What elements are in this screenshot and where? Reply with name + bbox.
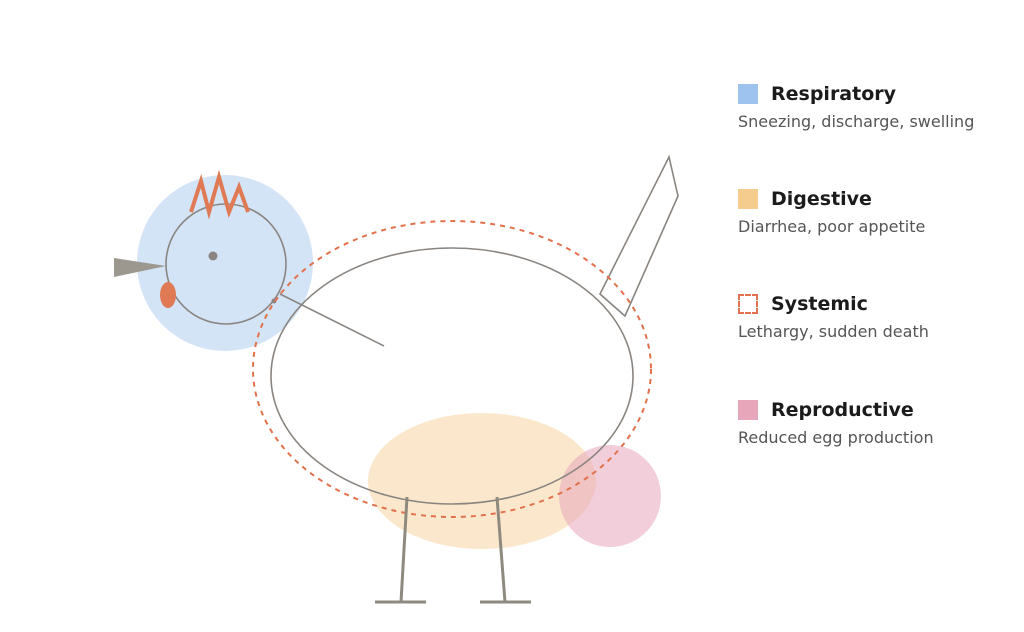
systemic-zone (252, 220, 652, 518)
legend-title-reproductive: Reproductive (771, 399, 914, 421)
chicken-neck (279, 293, 385, 347)
chicken-beak (114, 258, 166, 277)
legend-item-respiratory: Respiratory Sneezing, discharge, swellin… (738, 82, 1018, 131)
legend-swatch-respiratory (738, 84, 758, 104)
legend-description-digestive: Diarrhea, poor appetite (738, 217, 926, 236)
legend-item-digestive: Digestive Diarrhea, poor appetite (738, 187, 1018, 236)
respiratory-zone (137, 175, 313, 351)
legend-item-reproductive: Reproductive Reduced egg production (738, 398, 1018, 447)
reproductive-zone (559, 445, 661, 547)
legend-title-digestive: Digestive (771, 188, 872, 210)
right-leg (495, 496, 507, 603)
chicken-body (270, 247, 634, 505)
legend-description-reproductive: Reduced egg production (738, 428, 934, 447)
legend-item-systemic: Systemic Lethargy, sudden death (738, 292, 1018, 341)
legend-description-systemic: Lethargy, sudden death (738, 322, 929, 341)
legend-swatch-digestive (738, 189, 758, 209)
chicken-illustration (114, 154, 679, 604)
legend-description-respiratory: Sneezing, discharge, swelling (738, 112, 975, 131)
chicken-comb (189, 169, 250, 220)
chicken-wattle (160, 282, 176, 308)
legend-swatch-reproductive (738, 400, 758, 420)
legend-swatch-systemic (738, 294, 758, 314)
chicken-eye (208, 251, 218, 261)
legend-title-respiratory: Respiratory (771, 83, 897, 105)
left-leg (399, 496, 409, 603)
legend-title-systemic: Systemic (771, 293, 868, 315)
chicken-tail (599, 154, 679, 318)
